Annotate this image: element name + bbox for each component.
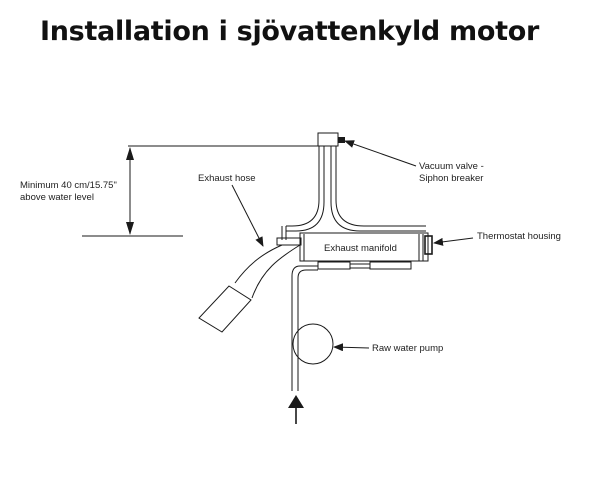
minimum-height-label-line2: above water level	[20, 192, 94, 203]
exhaust-hose-label: Exhaust hose	[198, 173, 256, 184]
vacuum-valve-label-line2: Siphon breaker	[419, 173, 483, 184]
vacuum-valve	[317, 132, 345, 147]
raw-water-line	[291, 265, 318, 391]
page-title: Installation i sjövattenkyld motor	[40, 16, 540, 47]
height-dimension	[82, 145, 318, 237]
dimension-arrow-bottom-icon	[126, 222, 134, 235]
vacuum-valve-leader	[344, 140, 417, 167]
thermostat-housing-label: Thermostat housing	[477, 231, 561, 242]
thermostat-leader	[433, 237, 474, 246]
leader-lines	[231, 140, 474, 352]
exhaust-manifold-label: Exhaust manifold	[324, 243, 397, 254]
riser-hose	[286, 146, 426, 232]
exhaust-hose-leader	[231, 184, 264, 247]
arrow-up-icon	[288, 395, 304, 424]
exhaust-manifold	[276, 226, 433, 270]
vacuum-valve-label-line1: Vacuum valve -	[419, 161, 484, 172]
pump-leader	[333, 343, 370, 352]
minimum-height-label-line1: Minimum 40 cm/15.75"	[20, 180, 117, 191]
dimension-arrow-top-icon	[126, 147, 134, 160]
raw-water-pump-label: Raw water pump	[372, 343, 443, 354]
exhaust-hose	[198, 244, 301, 333]
raw-water-pump	[292, 323, 334, 365]
